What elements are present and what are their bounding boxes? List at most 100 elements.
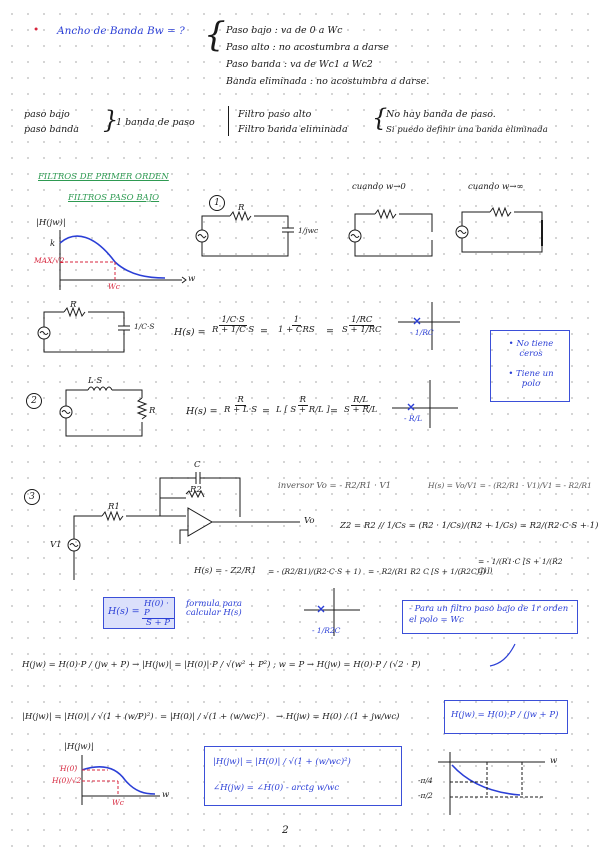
arrow — [489, 643, 516, 667]
phase-graph — [438, 752, 545, 815]
vo-label: Vo — [304, 516, 315, 526]
frequency-response-boxed: H(jw) = H(0)·P / (jw + P) — [451, 710, 559, 720]
zeros-poles-box: • No tiene ceros • Tiene un polo — [490, 330, 570, 402]
v1-label: V1 — [50, 540, 62, 550]
bottom-magnitude-graph — [81, 755, 160, 805]
when-w-infinity: cuando w→∞ — [468, 182, 524, 192]
graph-k-label: k — [50, 239, 56, 249]
bottom-graph-wc: Wc — [112, 798, 124, 807]
capacitor-label: 1/jwc — [298, 226, 319, 235]
inverting-transfer: H(s) = Vo/V1 = - (R2/R1 · V1)/V1 = - R2/… — [428, 481, 592, 490]
brace-icon: } — [103, 106, 119, 134]
inverting-formula: inversor Vo = - R2/R1 · V1 — [278, 481, 392, 491]
pole-label-3: - 1/R2C — [312, 626, 341, 635]
bullet-dot: • — [33, 24, 40, 36]
pole-plot-2 — [392, 380, 458, 428]
band-note-2: Si puedo definir una banda eliminada — [386, 125, 548, 135]
frequency-response-box: H(jw) = H(0)·P / (jw + P) — [444, 700, 568, 734]
r1-label: R1 — [108, 502, 120, 512]
example-number-3: 3 — [24, 489, 40, 505]
equals: = — [260, 326, 268, 337]
brace-icon: { — [204, 15, 226, 55]
rc-circuit-2 — [37, 306, 130, 353]
transfer-3-step-1: = - (R2/R1)/(R2·C·S + 1) — [268, 567, 362, 576]
when-w-zero: cuando w→0 — [352, 182, 406, 192]
frequency-response-line: H(jw) = H(0)·P / (jw + P) → |H(jw)| = |H… — [22, 660, 421, 670]
case-band-pass: Paso banda : va de Wc1 a Wc2 — [226, 59, 373, 70]
pole-note: - Para un filtro paso bajo de 1r orden e… — [409, 604, 569, 625]
rl-circuit — [59, 386, 148, 437]
phase-graph-w: w — [550, 756, 558, 766]
capacitor-label-2: 1/C·S — [134, 322, 155, 331]
magnitude-line-a: |H(jw)| = |H(0)| / √(1 + (w/P)²) — [22, 712, 154, 722]
impedance-z2: Z2 = R2 // 1/Cs = (R2 · 1/Cs)/(R2 + 1/Cs… — [340, 521, 599, 531]
zeros-note: • No tiene ceros — [508, 339, 554, 359]
transfer-label-2: H(s) = — [186, 406, 218, 417]
r2-label: R2 — [190, 485, 202, 495]
pole-plot-3 — [304, 588, 360, 636]
section-title: FILTROS DE PRIMER ORDEN — [38, 172, 169, 182]
formula-box-lhs: H(s) = — [108, 606, 140, 617]
pole-label-1: - 1/RC — [410, 328, 434, 337]
bottom-graph-h0r2: H(0)/√2 — [52, 776, 82, 785]
circuit-w-infinity — [455, 206, 543, 253]
divider — [228, 106, 229, 136]
cap-label-3: C — [194, 460, 201, 470]
bottom-graph-axis: |H(jw)| — [64, 742, 94, 752]
graph-max-label: MAX/√2 — [34, 256, 65, 265]
phase-graph-pi4: -π/4 — [418, 776, 433, 785]
transfer-3-step-2: = - R2/(R1 R2 C [S + 1/(R2C)]) — [368, 567, 486, 576]
resistor-label-3: R — [149, 406, 156, 416]
case-low-pass: Paso bajo : va de 0 a Wc — [226, 25, 343, 36]
pole-plot-1 — [398, 302, 460, 350]
resistor-label: R — [238, 203, 245, 213]
phase-boxed: ∠H(jw) = ∠H(0) - arctg w/wc — [213, 783, 340, 793]
magnitude-phase-box: |H(jw)| = |H(0)| / √(1 + (w/wc)²) ∠H(jw)… — [204, 746, 402, 806]
graph-axis-label: |H(jw)| — [36, 218, 66, 228]
equals: = — [262, 406, 270, 417]
transfer-3-lhs: H(s) = - Z2/R1 — [194, 566, 257, 576]
opamp-circuit — [67, 472, 300, 580]
resistor-label-2: R — [70, 300, 77, 310]
poles-note: • Tiene un polo — [508, 369, 554, 389]
band-left-2: paso banda — [24, 124, 79, 135]
bottom-graph-w: w — [162, 790, 170, 800]
example-number-1: 1 — [209, 195, 225, 211]
transfer-3-step-3: = - 1/(R1·C [S + 1/(R2 C)]) — [478, 557, 563, 575]
pole-note-box: - Para un filtro paso bajo de 1r orden e… — [402, 600, 578, 634]
graph-w-label: w — [188, 274, 196, 284]
case-band-stop: Banda eliminada : no acostumbra a darse. — [226, 76, 430, 87]
example-number-2: 2 — [26, 393, 42, 409]
magnitude-graph — [59, 230, 187, 290]
band-right-2: Filtro banda eliminada — [238, 124, 348, 135]
brace-icon: { — [372, 104, 388, 132]
equals: = — [330, 406, 338, 417]
magnitude-boxed: |H(jw)| = |H(0)| / √(1 + (w/wc)²) — [213, 757, 351, 767]
one-band-label: 1 banda de paso — [116, 117, 195, 128]
transfer-label: H(s) = — [174, 327, 206, 338]
inductor-label: L·S — [88, 376, 103, 386]
circuit-w-zero — [348, 208, 433, 257]
bandwidth-label: Ancho de Banda Bw = ? — [57, 25, 185, 37]
magnitude-line-b: = |H(0)| / √(1 + (w/wc)²) — [160, 712, 266, 722]
equals: = — [326, 326, 334, 337]
formula-note: formula para calcular H(s) — [186, 599, 242, 619]
page-number: 2 — [282, 824, 289, 836]
band-note-1: No hay banda de paso. — [386, 109, 496, 120]
pole-label-2: - R/L — [404, 414, 423, 423]
phase-graph-pi2: -π/2 — [418, 791, 433, 800]
band-right-1: Filtro paso alto — [238, 109, 312, 120]
magnitude-line-c: → H(jw) = H(0) / (1 + jw/wc) — [276, 712, 400, 722]
section-subtitle: FILTROS PASO BAJO — [68, 193, 160, 203]
rc-circuit-1 — [195, 210, 294, 257]
case-high-pass: Paso alto : no acostumbra a darse — [226, 42, 389, 53]
